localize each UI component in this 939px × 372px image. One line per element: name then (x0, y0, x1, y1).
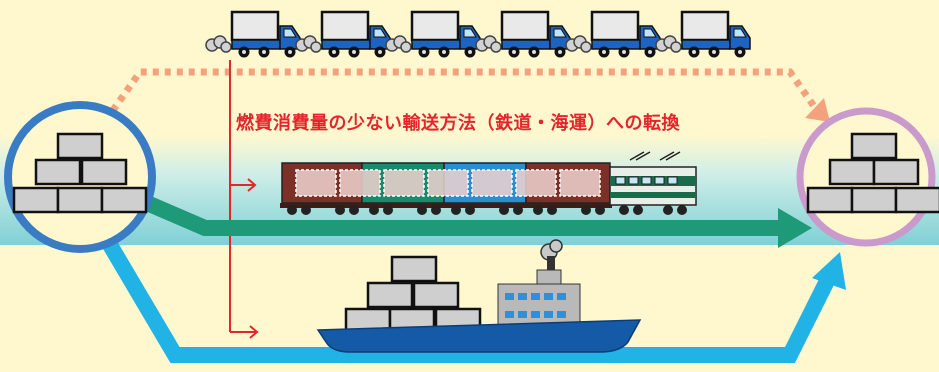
cargo-box-icon (806, 186, 854, 214)
cargo-box-icon (56, 186, 104, 214)
destination-cargo-stack (796, 107, 939, 247)
exhaust-smoke-icon (205, 35, 232, 53)
truck-icon (680, 10, 752, 59)
truck-icon (500, 10, 572, 59)
cargo-box-icon (850, 132, 898, 160)
truck-icon (590, 10, 662, 59)
cargo-box-icon (100, 186, 148, 214)
truck-icon (230, 10, 302, 59)
cargo-box-icon (80, 158, 128, 186)
cargo-box-icon (412, 281, 460, 309)
truck-route-arrow (89, 68, 830, 143)
cargo-box-icon (828, 158, 876, 186)
cargo-box-icon (894, 186, 939, 214)
cargo-box-icon (56, 132, 104, 160)
rail-route-arrow (136, 192, 812, 248)
cargo-box-icon (872, 158, 920, 186)
freight-train-icon (280, 151, 697, 215)
modal-shift-caption: 燃費消費量の少ない輸送方法（鉄道・海運）への転換 (236, 113, 680, 134)
sea-route-arrow (93, 223, 846, 363)
truck-icon (320, 10, 392, 59)
cargo-box-icon (390, 255, 438, 283)
cargo-box-icon (12, 186, 60, 214)
truck-icon (410, 10, 482, 59)
cargo-box-icon (34, 158, 82, 186)
truck-convoy (205, 10, 752, 59)
cargo-box-icon (366, 281, 414, 309)
cargo-box-icon (850, 186, 898, 214)
shift-indicator-line (229, 60, 259, 339)
container-ship-icon (316, 239, 642, 353)
origin-cargo-stack (4, 101, 156, 253)
